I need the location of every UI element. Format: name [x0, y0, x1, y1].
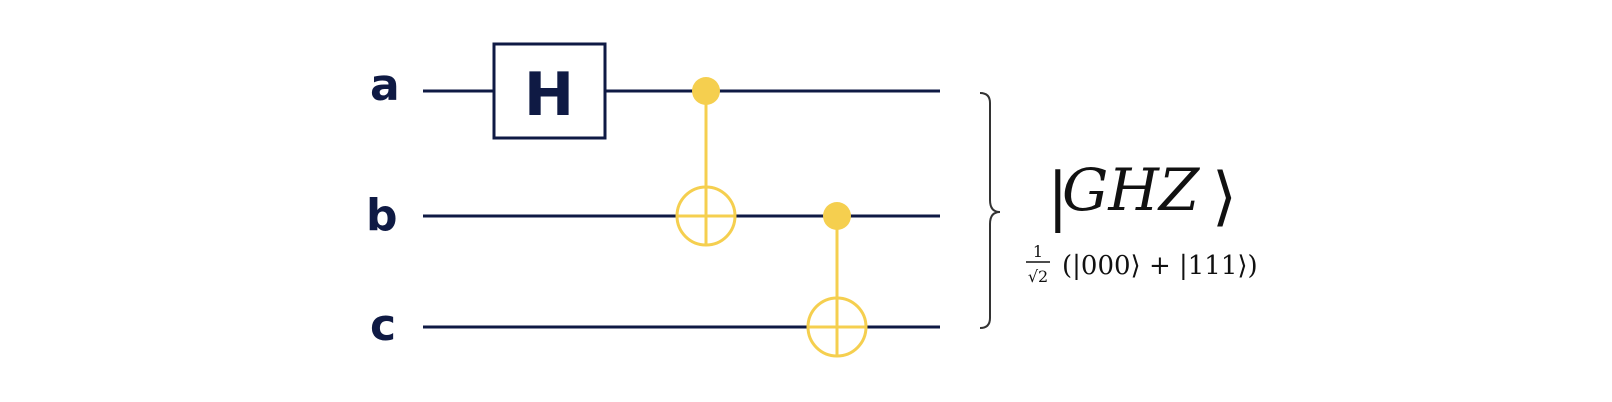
ghz-expansion: (|000⟩ + |111⟩) [1062, 251, 1258, 281]
hadamard-gate [492, 42, 607, 140]
qubit-label-a: a [370, 60, 400, 111]
qubit-label-c: c [370, 300, 396, 351]
fraction-numerator: 1 [1033, 242, 1043, 261]
qubit-label-b: b [366, 190, 398, 241]
hadamard-gate-label: H [524, 60, 574, 130]
ket-left-bar: | [1047, 160, 1069, 234]
fraction-denominator: √2 [1028, 267, 1048, 286]
cnot-2-control-dot [823, 202, 851, 230]
ket-right-angle: ⟩ [1212, 160, 1237, 234]
ghz-state-name: GHZ [1062, 156, 1201, 224]
right-brace [979, 92, 1001, 329]
cnot-1-control-dot [692, 77, 720, 105]
